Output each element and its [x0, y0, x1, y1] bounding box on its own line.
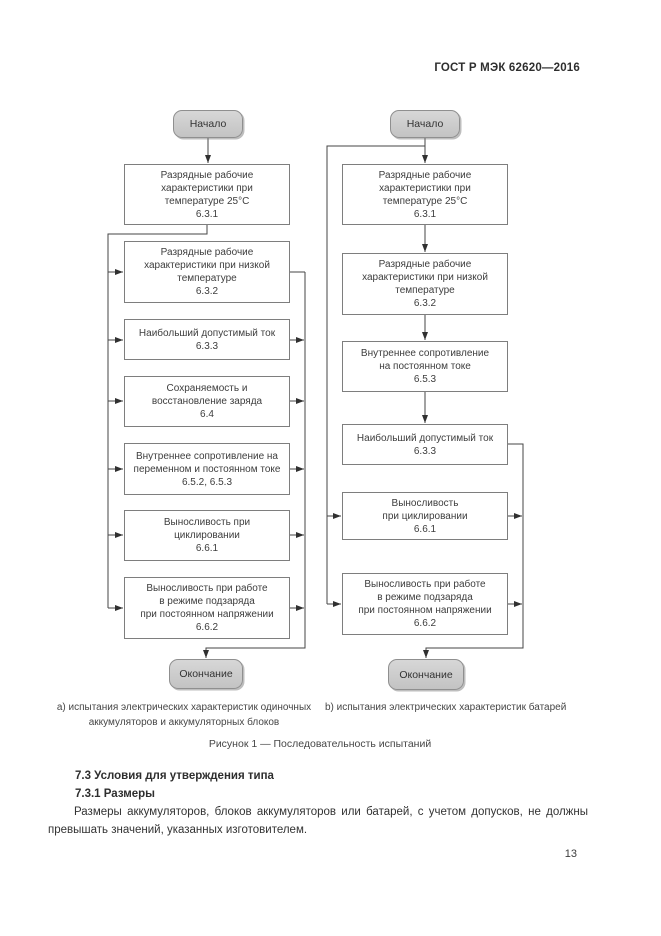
flowchart-a-end-node: Окончание: [169, 659, 243, 689]
flowchart-b-end-node: Окончание: [388, 659, 464, 690]
flowchart-b-step-653: Внутреннее сопротивление на постоянном т…: [342, 341, 508, 392]
body-paragraph: Размеры аккумуляторов, блоков аккумулято…: [48, 806, 588, 836]
flowchart-b-start-node: Начало: [390, 110, 460, 138]
flowchart-b-step-661: Выносливость при циклировании 6.6.1: [342, 492, 508, 540]
flowchart-b-step-632: Разрядные рабочие характеристики при низ…: [342, 253, 508, 315]
flowchart-a-step-662: Выносливость при работе в режиме подзаря…: [124, 577, 290, 639]
flowchart-b-step-662: Выносливость при работе в режиме подзаря…: [342, 573, 508, 635]
page-number: 13: [564, 848, 577, 860]
section-heading-73: 7.3 Условия для утверждения типа: [75, 770, 274, 782]
flowchart-b-step-631: Разрядные рабочие характеристики при тем…: [342, 164, 508, 225]
flowchart-b-step-633: Наибольший допустимый ток 6.3.3: [342, 424, 508, 465]
section-heading-731: 7.3.1 Размеры: [75, 788, 156, 800]
flowchart-a-step-661: Выносливость при циклировании 6.6.1: [124, 510, 290, 561]
flowchart-a-step-633: Наибольший допустимый ток 6.3.3: [124, 319, 290, 360]
flowchart-a-step-631: Разрядные рабочие характеристики при тем…: [124, 164, 290, 225]
flowchart-a-start-node: Начало: [173, 110, 243, 138]
flowchart-a-step-652-653: Внутреннее сопротивление на переменном и…: [124, 443, 290, 495]
caption-a: a) испытания электрических характеристик…: [56, 702, 312, 728]
running-header: ГОСТ Р МЭК 62620—2016: [434, 62, 580, 74]
flowchart-a-step-64: Сохраняемость и восстановление заряда 6.…: [124, 376, 290, 427]
figure-caption: Рисунок 1 — Последовательность испытаний: [208, 738, 432, 750]
flowchart-a-step-632: Разрядные рабочие характеристики при низ…: [124, 241, 290, 303]
caption-b: b) испытания электрических характеристик…: [325, 702, 567, 713]
